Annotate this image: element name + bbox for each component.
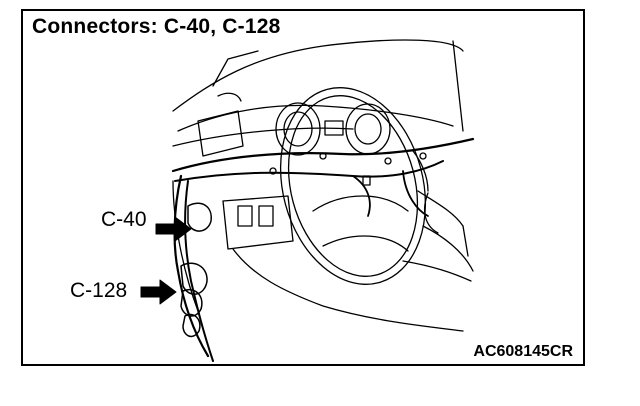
diagram-title: Connectors: C-40, C-128 xyxy=(32,15,281,38)
dashboard-illustration xyxy=(140,39,475,362)
callout-c128-label: C-128 xyxy=(70,279,128,302)
diagram-frame: Connectors: C-40, C-128 C-40 C-128 AC608… xyxy=(21,9,585,366)
figure-code: AC608145CR xyxy=(473,343,573,360)
callout-c40-label: C-40 xyxy=(101,208,147,231)
